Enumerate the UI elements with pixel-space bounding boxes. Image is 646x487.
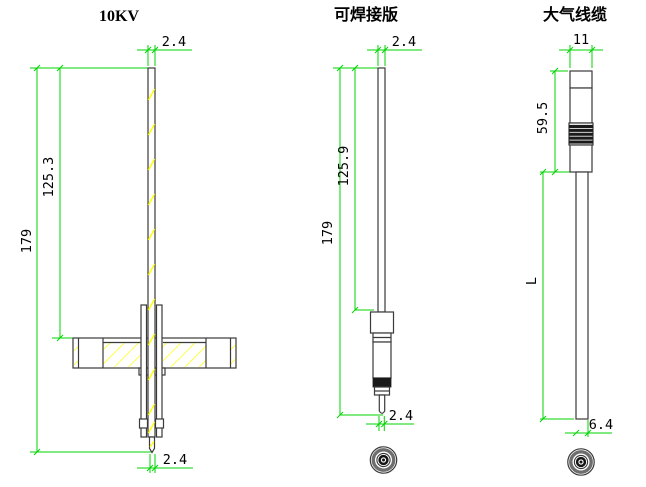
dim-cable-diameter: 6.4	[589, 417, 613, 433]
dim-cable-length: L	[524, 277, 540, 285]
dim-connector-diameter: 11	[573, 32, 589, 48]
dim-total-length-solderable: 179	[320, 221, 336, 245]
crimp-band	[372, 377, 392, 388]
solder-tip-pin	[378, 394, 386, 414]
dim-rod-diameter-solderable: 2.4	[392, 34, 416, 50]
view-title-atmospheric-cable: 大气线缆	[543, 5, 607, 24]
view-title-solderable: 可焊接版	[334, 5, 398, 24]
dimension-lines-atmospheric-cable	[539, 45, 612, 437]
cable-line	[575, 171, 589, 420]
view-solderable: 可焊接版	[320, 5, 422, 475]
dim-upper-length-solderable: 125.9	[336, 146, 352, 187]
connector-grip-bands	[569, 124, 593, 144]
rod-section-hatch	[147, 88, 156, 434]
view-atmospheric-cable: 大气线缆	[524, 5, 613, 477]
dim-tip-diameter-solderable: 2.4	[389, 408, 413, 424]
view-10kv: 10KV	[19, 8, 237, 473]
dim-upper-length-10kv: 125.3	[41, 157, 57, 198]
dimension-lines-10kv	[30, 45, 193, 473]
dim-total-length-10kv: 179	[19, 229, 35, 253]
electrode-rod	[147, 67, 156, 454]
view-title-10kv: 10KV	[99, 8, 139, 25]
cable-connector-body	[568, 70, 594, 420]
coax-end-view-icon	[368, 445, 399, 475]
dim-tip-diameter-10kv: 2.4	[163, 452, 187, 468]
dim-rod-diameter-10kv: 2.4	[162, 34, 186, 50]
dim-connector-length: 59.5	[535, 102, 551, 135]
solder-pin-body	[369, 67, 395, 414]
dimension-lines-solderable	[333, 45, 422, 431]
coax-end-view-icon	[566, 447, 596, 477]
